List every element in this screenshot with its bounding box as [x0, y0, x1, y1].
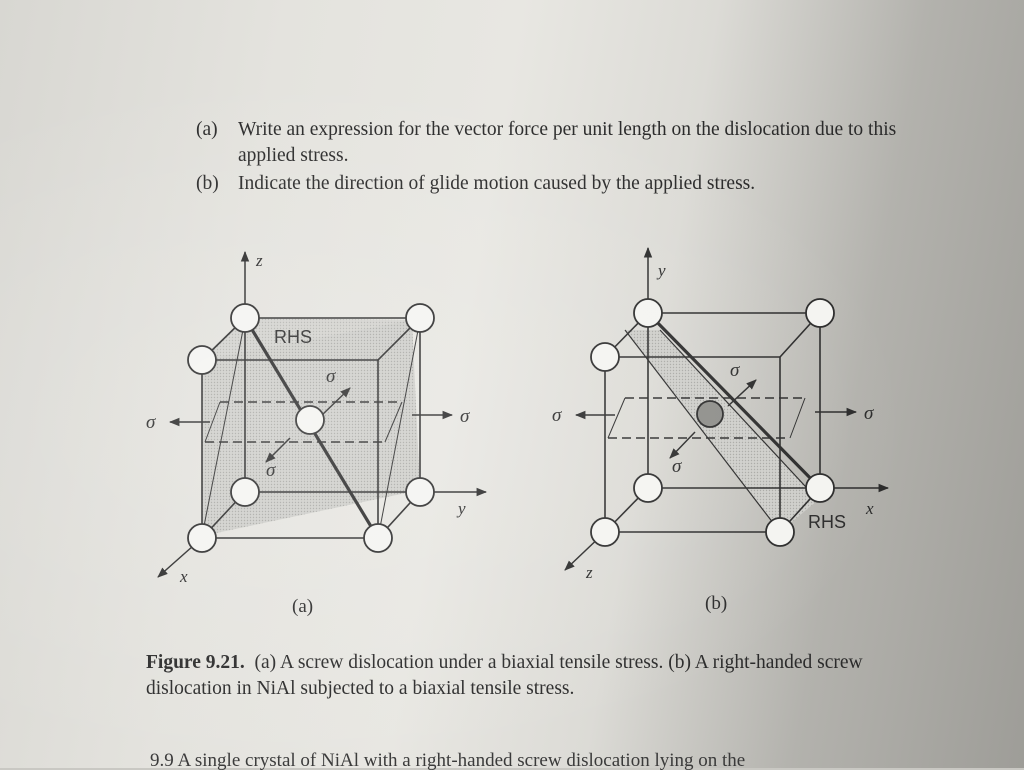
figure-b-sigma-front: σ — [672, 456, 682, 477]
figure-a-atom — [363, 523, 393, 553]
figure-a-rhs-label: RHS — [274, 327, 312, 347]
figure-b-atom — [633, 298, 663, 328]
figure-a-atom — [230, 303, 260, 333]
figure-a-atom-center — [295, 405, 325, 435]
figure-a-sigma-back: σ — [326, 366, 336, 387]
figure-a-atom — [187, 523, 217, 553]
figure-caption: Figure 9.21. (a) A screw dislocation und… — [146, 650, 946, 702]
figure-a-sigma-front: σ — [266, 460, 276, 481]
question-a-tag: (a) — [196, 119, 218, 140]
figure-b-sigma-back: σ — [730, 360, 740, 381]
figure-a-sigma-back-arrow — [321, 387, 351, 416]
figure-a-sigma-front-arrow — [265, 437, 291, 463]
figure-b-sigma-right: σ — [864, 403, 874, 424]
figure-a-diagram — [157, 250, 488, 578]
figure-b-y-label: y — [656, 261, 666, 280]
figure-b-rhs-label: RHS — [808, 512, 846, 532]
figure-a-sublabel: (a) — [292, 596, 314, 617]
figure-b-sigma-front-arrow — [669, 431, 696, 459]
figure-b-atom — [805, 473, 835, 503]
figure-a-x-label: x — [179, 567, 188, 586]
figure-a-z-label: z — [255, 251, 263, 270]
question-a-text: Write an expression for the vector force… — [238, 119, 897, 166]
figure-b-atom — [590, 342, 620, 372]
figure-a-sigma-right: σ — [460, 406, 470, 427]
figure-a-sigma-left: σ — [146, 412, 156, 433]
figure-b-atom — [805, 298, 835, 328]
figure-a-atom — [405, 477, 435, 507]
figure-a-atom — [187, 345, 217, 375]
figure-b-sublabel: (b) — [705, 593, 728, 614]
figure-caption-label: Figure 9.21. — [146, 652, 245, 673]
figure-b-z-label: z — [585, 563, 593, 582]
figure-b-x-label: x — [865, 499, 874, 518]
figure-b-diagram — [564, 246, 890, 571]
figure-a-atom — [405, 303, 435, 333]
question-b-text: Indicate the direction of glide motion c… — [238, 173, 756, 194]
figure-b-atom — [633, 473, 663, 503]
figure-a-y-label: y — [456, 499, 466, 518]
figure-caption-text: (a) A screw dislocation under a biaxial … — [146, 652, 863, 699]
figure-b-sigma-left: σ — [552, 405, 562, 426]
cut-off-line: 9.9 A single crystal of NiAl with a righ… — [150, 750, 746, 770]
question-b-tag: (b) — [196, 173, 219, 194]
figure-b-sigma-back-arrow — [727, 379, 757, 407]
figure-b-atom — [590, 517, 620, 547]
figure-b-atom — [765, 517, 795, 547]
figure-b-slip-plane — [625, 330, 818, 532]
figure-a-atom — [230, 477, 260, 507]
figure-b-atom-center — [696, 400, 724, 428]
